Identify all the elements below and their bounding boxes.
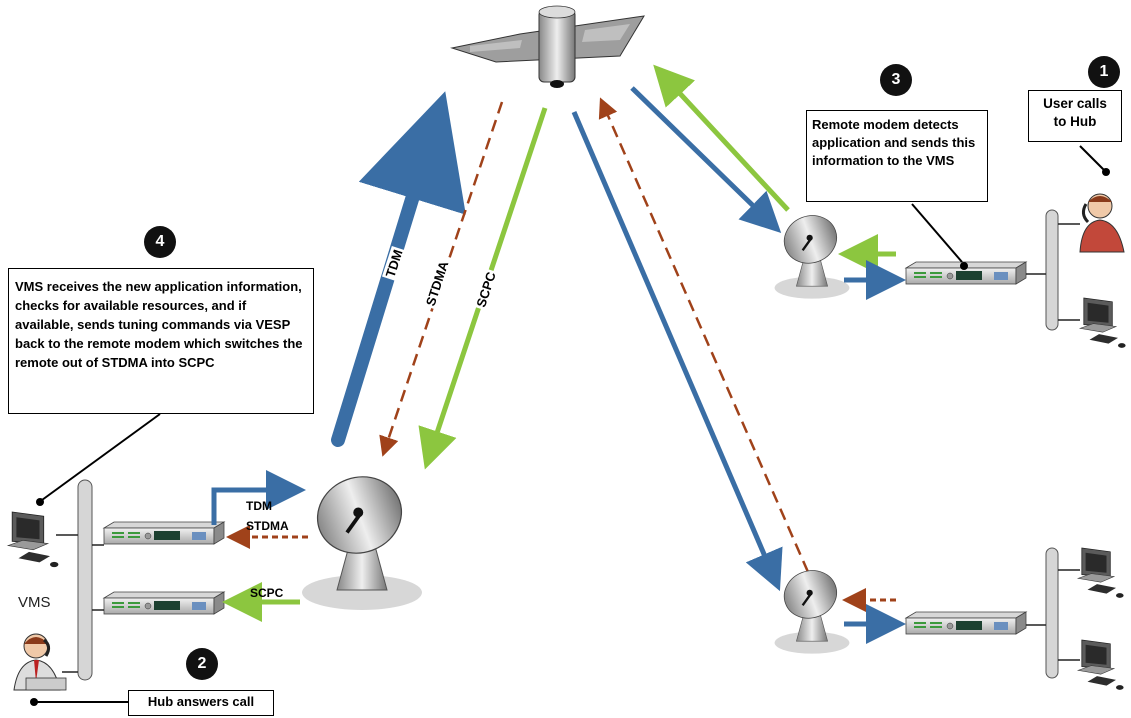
stdma-remote2-uplink-arrow bbox=[598, 97, 810, 573]
tdm-remote1-arrow bbox=[630, 86, 782, 233]
hub-modem-bottom-icon bbox=[103, 591, 225, 615]
step2-badge: 2 bbox=[186, 648, 218, 680]
step4-badge: 4 bbox=[144, 226, 176, 258]
tdm-uplink-arrow bbox=[331, 91, 466, 447]
step2-callout: Hub answers call bbox=[128, 690, 274, 716]
remote2-computer-top-icon bbox=[1077, 547, 1125, 599]
hub-network-bus bbox=[77, 479, 93, 681]
hub-scpc-label: SCPC bbox=[250, 586, 284, 600]
hub-tdm-arrow bbox=[211, 470, 306, 525]
remote2-modem-icon bbox=[905, 611, 1027, 635]
vms-label: VMS bbox=[18, 594, 51, 611]
step1-badge: 1 bbox=[1088, 56, 1120, 88]
hub-tdm-label: TDM bbox=[246, 499, 272, 513]
scpc-remote1-uplink-arrow bbox=[653, 64, 790, 212]
step3-callout: Remote modem detects application and sen… bbox=[806, 110, 988, 202]
remote1-person-on-phone-icon bbox=[1079, 193, 1125, 253]
remote1-dish-icon bbox=[773, 207, 851, 300]
step3-badge: 3 bbox=[880, 64, 912, 96]
remote1-computer-icon bbox=[1079, 297, 1127, 349]
satellite-icon bbox=[450, 5, 645, 88]
remote2-network-bus bbox=[1045, 547, 1059, 679]
tdm-remote2-arrow bbox=[571, 111, 783, 592]
remote1-network-bus bbox=[1045, 209, 1059, 331]
hub-person-on-phone-icon bbox=[13, 633, 67, 691]
hub-modem-top-icon bbox=[103, 521, 225, 545]
hub-stdma-label: STDMA bbox=[246, 519, 289, 533]
remote2-dish-icon bbox=[773, 562, 851, 655]
stdma-downlink-arrow bbox=[379, 101, 504, 457]
step1-callout: User calls to Hub bbox=[1028, 90, 1122, 142]
remote2-computer-bottom-icon bbox=[1077, 639, 1125, 691]
step4-callout: VMS receives the new application informa… bbox=[8, 268, 314, 414]
hub-dish-icon bbox=[300, 463, 424, 612]
vms-computer-icon bbox=[7, 511, 59, 568]
